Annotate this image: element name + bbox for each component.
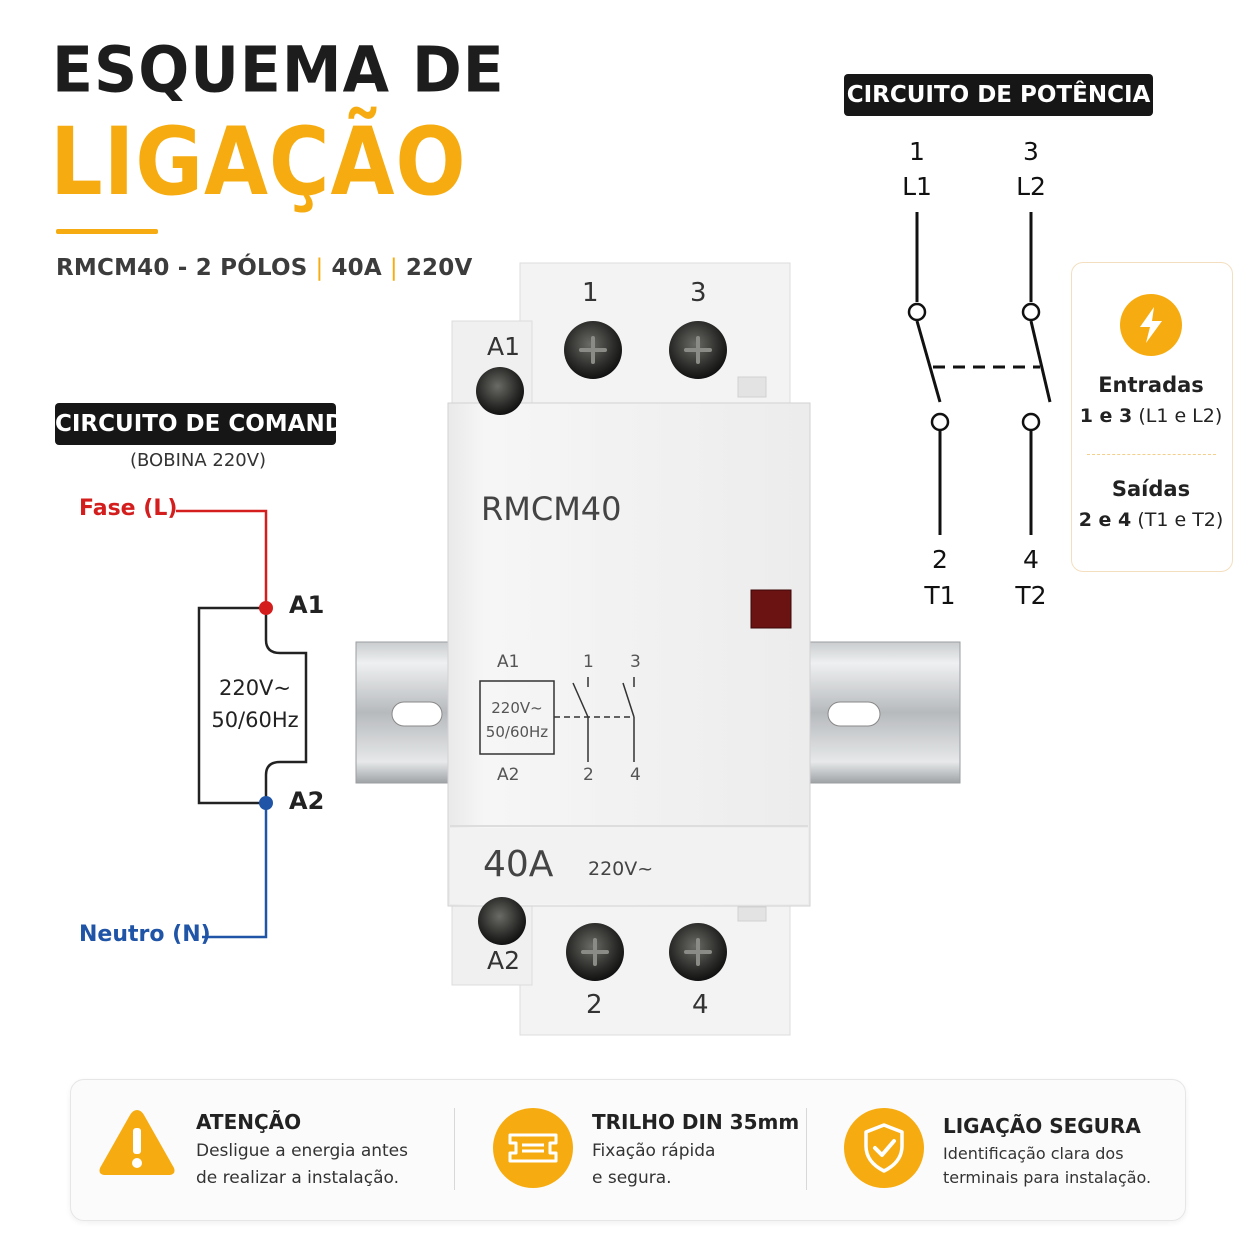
contact-node <box>1021 412 1041 432</box>
subtitle-current: 40A <box>331 255 382 281</box>
device-top-terminal-1: 1 <box>582 278 599 308</box>
feature-warning-title: ATENÇÃO <box>196 1110 302 1134</box>
device-bottom-terminal-2: 2 <box>586 990 603 1020</box>
status-indicator <box>750 589 792 629</box>
contactor-body <box>447 402 811 907</box>
terminal-a1-label: A1 <box>289 591 325 619</box>
device-coil-top-label: A1 <box>487 332 521 361</box>
feature-safe-text: Identificação clara dos terminais para i… <box>943 1142 1151 1190</box>
schematic-a1: A1 <box>497 652 520 672</box>
schematic-t3: 3 <box>630 652 641 672</box>
outputs-detail: 2 e 4 (T1 e T2) <box>1071 509 1231 531</box>
device-voltage-label: 220V~ <box>588 858 654 880</box>
inputs-title: Entradas <box>1098 373 1204 397</box>
outputs-title: Saídas <box>1111 477 1191 501</box>
schematic-a2: A2 <box>497 765 520 785</box>
power-input-line-2: L2 <box>1016 172 1046 201</box>
feature-warning-line1: Desligue a energia antes <box>196 1141 408 1161</box>
din-rail-icon <box>493 1108 573 1188</box>
feature-safe-title: LIGAÇÃO SEGURA <box>943 1114 1141 1138</box>
power-output-number-2: 2 <box>932 545 948 574</box>
device-rating-label: 40A <box>483 844 554 885</box>
feature-divider <box>806 1108 807 1190</box>
terminal-screws <box>476 321 727 981</box>
faceplate-schematic <box>479 677 635 762</box>
command-circuit-heading: CIRCUITO DE COMANDO <box>55 403 363 445</box>
power-circuit-heading: CIRCUITO DE POTÊNCIA <box>844 74 1153 116</box>
subtitle-separator: | <box>315 255 324 281</box>
schematic-t2: 2 <box>583 765 594 785</box>
schematic-t4: 4 <box>630 765 641 785</box>
shield-check-icon <box>844 1108 924 1188</box>
terminal-a2-label: A2 <box>289 787 325 815</box>
subtitle-separator: | <box>389 255 398 281</box>
power-output-line-1: T1 <box>924 581 956 610</box>
contact-node <box>930 412 950 432</box>
neutral-label: Neutro (N) <box>79 922 211 947</box>
features-bar <box>70 1079 1186 1221</box>
a1-node <box>259 601 273 615</box>
subtitle-model: RMCM40 - 2 PÓLOS <box>56 255 308 281</box>
device-top-terminal-3: 3 <box>690 278 707 308</box>
feature-din-text: Fixação rápida e segura. <box>592 1138 715 1192</box>
device-model-label: RMCM40 <box>481 490 622 528</box>
inputs-terminals: 1 e 3 <box>1079 405 1133 427</box>
schematic-t1: 1 <box>583 652 594 672</box>
schematic-coil-voltage: 220V~ <box>491 699 543 717</box>
command-circuit-subheading: (BOBINA 220V) <box>130 450 267 471</box>
feature-din-title: TRILHO DIN 35mm <box>592 1110 800 1134</box>
outputs-terminals: 2 e 4 <box>1078 509 1132 531</box>
contact-node <box>1021 302 1041 322</box>
neutral-wire <box>202 803 268 939</box>
feature-din-line2: e segura. <box>592 1168 672 1188</box>
page-title-line2: LIGAÇÃO <box>50 108 467 217</box>
lightning-icon <box>1120 294 1182 356</box>
coil-frequency: 50/60Hz <box>211 708 299 732</box>
page-title-line1: ESQUEMA DE <box>52 34 505 108</box>
outputs-lines: (T1 e T2) <box>1137 509 1224 531</box>
feature-divider <box>454 1108 455 1190</box>
coil-voltage: 220V~ <box>218 676 292 700</box>
power-output-number-4: 4 <box>1023 545 1039 574</box>
contactor-device <box>355 262 961 1036</box>
power-input-number-1: 1 <box>909 137 925 166</box>
phase-label: Fase (L) <box>79 496 178 521</box>
feature-warning-line2: de realizar a instalação. <box>196 1168 399 1188</box>
contact-node <box>907 302 927 322</box>
device-coil-bottom-label: A2 <box>487 946 521 975</box>
phase-wire <box>176 509 268 608</box>
feature-din-line1: Fixação rápida <box>592 1141 716 1161</box>
warning-icon <box>96 1106 178 1182</box>
a2-node <box>259 796 273 810</box>
inputs-detail: 1 e 3 (L1 e L2) <box>1071 405 1231 427</box>
power-input-line-1: L1 <box>902 172 932 201</box>
subtitle-voltage: 220V <box>405 255 473 281</box>
schematic-coil-frequency: 50/60Hz <box>485 723 549 741</box>
feature-safe-line1: Identificação clara dos <box>943 1144 1124 1163</box>
coil-loop <box>197 606 308 805</box>
schematic-coil: 220V~ 50/60Hz <box>484 696 550 744</box>
feature-safe-line2: terminais para instalação. <box>943 1168 1152 1187</box>
info-card-divider <box>1087 454 1216 455</box>
coil-rating: 220V~ 50/60Hz <box>205 672 305 736</box>
power-output-line-2: T2 <box>1015 581 1047 610</box>
product-subtitle: RMCM40 - 2 PÓLOS | 40A | 220V <box>56 255 472 281</box>
feature-warning-text: Desligue a energia antes de realizar a i… <box>196 1138 408 1192</box>
inputs-lines: (L1 e L2) <box>1138 405 1223 427</box>
device-bottom-terminal-4: 4 <box>692 990 709 1020</box>
title-underline <box>56 229 158 234</box>
power-input-number-3: 3 <box>1023 137 1039 166</box>
